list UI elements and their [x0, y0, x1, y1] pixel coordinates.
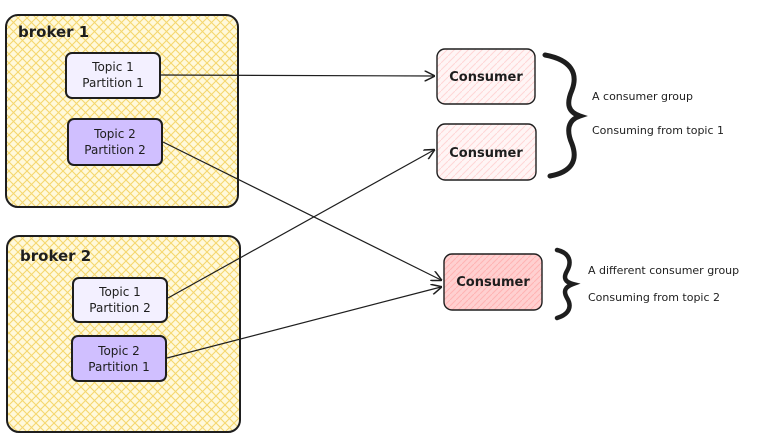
arrow-b2t2p1-to-consumer-3: [166, 287, 441, 359]
broker-1-label: broker 1: [18, 23, 89, 41]
group-1-title: A consumer group: [592, 90, 693, 103]
partition-number: Partition 2: [84, 143, 145, 157]
consumer-label: Consumer: [449, 70, 523, 85]
group-1-description: Consuming from topic 1: [592, 124, 724, 137]
consumer-2: Consumer: [436, 123, 537, 181]
group-2-brace: [554, 247, 581, 321]
group-2-description: Consuming from topic 2: [588, 291, 720, 304]
partition-number: Partition 1: [88, 360, 149, 374]
arrow-b1t2p2-to-consumer-3: [162, 141, 441, 280]
partition-number: Partition 2: [89, 301, 150, 315]
partition-topic: Topic 2: [97, 344, 140, 358]
broker-2-label: broker 2: [20, 247, 91, 265]
partition-b2-topic1-p2: Topic 1 Partition 2: [72, 277, 168, 323]
partition-number: Partition 1: [82, 76, 143, 90]
consumer-label: Consumer: [456, 275, 530, 290]
arrow-b1t1p1-to-consumer-1: [160, 75, 434, 76]
partition-topic: Topic 2: [93, 127, 136, 141]
group-2-title: A different consumer group: [588, 264, 739, 277]
partition-b2-topic2-p1: Topic 2 Partition 1: [71, 335, 167, 382]
arrows: [160, 75, 441, 359]
arrow-b2t1p2-to-consumer-2: [167, 150, 434, 299]
broker-1: broker 1: [5, 14, 239, 208]
partition-topic: Topic 1: [91, 60, 134, 74]
consumer-1: Consumer: [436, 48, 536, 105]
broker-2: broker 2: [6, 235, 241, 433]
partition-b1-topic1-p1: Topic 1 Partition 1: [65, 52, 161, 99]
consumer-3: Consumer: [443, 253, 543, 311]
group-1-brace: [542, 52, 588, 179]
consumer-label: Consumer: [449, 146, 523, 161]
partition-b1-topic2-p2: Topic 2 Partition 2: [67, 118, 163, 166]
partition-topic: Topic 1: [98, 285, 141, 299]
